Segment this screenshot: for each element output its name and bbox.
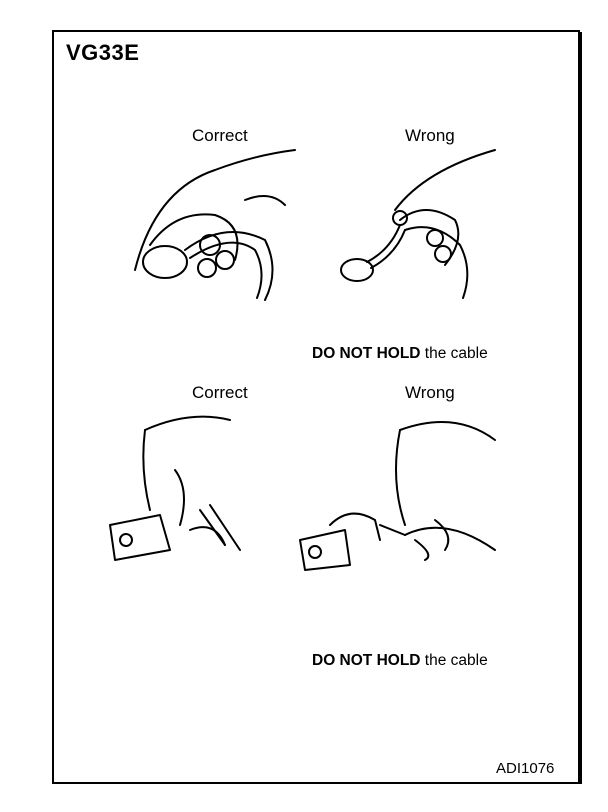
bottom-warning-bold: DO NOT HOLD (312, 652, 421, 669)
top-left-label: Correct (192, 126, 248, 145)
bottom-left-label: Correct (192, 383, 248, 402)
bottom-wrong-illustration (299, 421, 496, 651)
top-wrong-illustration (300, 149, 496, 335)
frame-shadow (578, 32, 582, 784)
engine-label: VG33E (66, 40, 140, 65)
bottom-warning: DO NOT HOLD the cable (312, 652, 488, 670)
top-warning: DO NOT HOLD the cable (312, 345, 488, 363)
figure-frame (52, 30, 580, 784)
top-warning-rest: the cable (420, 345, 488, 362)
figure-code: ADI1076 (496, 760, 555, 777)
bottom-right-label: Wrong (405, 383, 455, 402)
bottom-correct-illustration (109, 415, 241, 651)
bottom-warning-rest: the cable (420, 652, 488, 669)
top-right-label: Wrong (405, 126, 455, 145)
top-correct-illustration (100, 149, 296, 335)
top-warning-bold: DO NOT HOLD (312, 345, 421, 362)
